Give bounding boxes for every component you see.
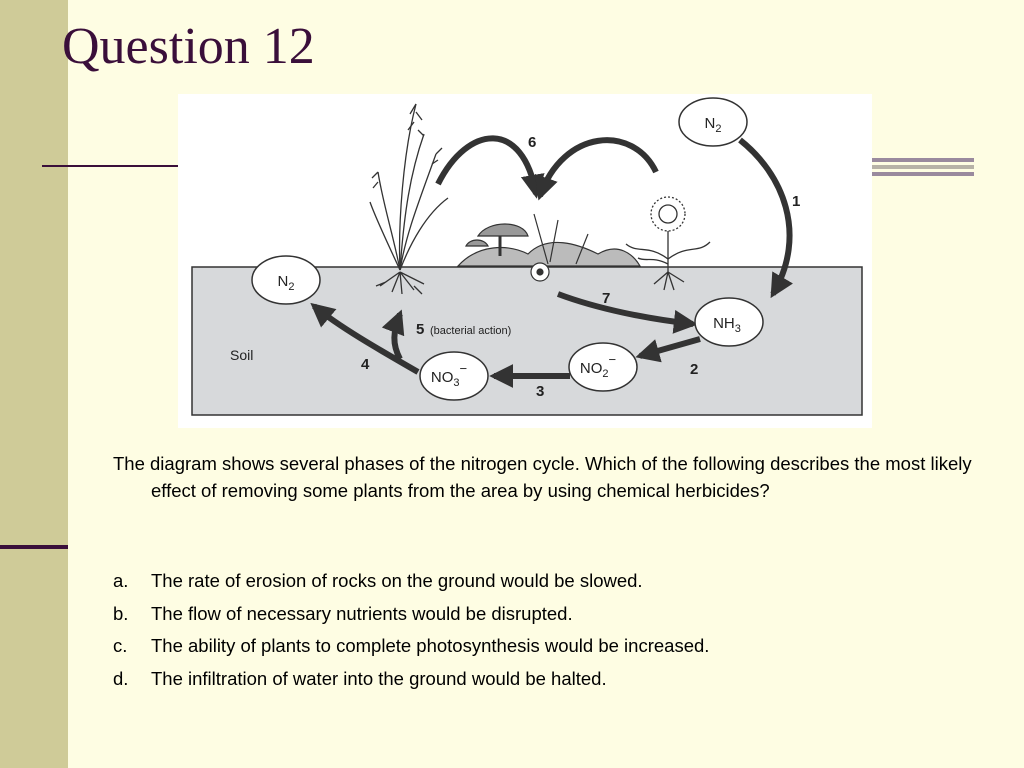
svg-text:NO2−: NO2− [580,352,616,380]
step-label-6: 6 [528,134,536,151]
arrow-1 [738,137,794,299]
option-text: The infiltration of water into the groun… [151,667,607,689]
node-n2-air: N2 [678,97,748,147]
arrow-6-right [534,137,659,201]
arrow-7 [556,291,698,334]
answer-option-a[interactable]: a. The rate of erosion of rocks on the g… [113,568,973,601]
node-no3: NO3− [419,351,489,401]
answer-option-d[interactable]: d. The infiltration of water into the gr… [113,666,973,699]
node-n2-soil: N2 [251,255,321,305]
side-rule [0,545,68,549]
arrow-4 [310,302,420,375]
step-label-2: 2 [690,361,698,378]
step-label-7: 7 [602,290,610,307]
grass-plant-illustration [369,103,449,295]
step-5-note: (bacterial action) [430,325,511,337]
side-band [0,0,68,768]
option-letter: a. [113,570,129,591]
node-no2: NO2− [568,342,638,392]
soil-label: Soil [230,347,253,363]
step-label-1: 1 [792,193,800,210]
answer-option-c[interactable]: c. The ability of plants to complete pho… [113,633,973,666]
node-nh3: NH3 [694,297,764,347]
option-text: The rate of erosion of rocks on the grou… [151,570,643,591]
answer-options: a. The rate of erosion of rocks on the g… [113,568,973,698]
arrow-5 [381,309,405,361]
answer-option-b[interactable]: b. The flow of necessary nutrients would… [113,601,973,634]
slide-title: Question 12 [62,18,315,75]
decorative-stripes [870,158,974,179]
decomposer-debris-illustration [456,213,642,282]
svg-text:N2: N2 [705,115,722,135]
svg-text:NO3−: NO3− [431,361,467,389]
nitrogen-cycle-diagram: Soil 6 1 7 2 3 4 5 (bacterial action) [178,94,872,428]
option-text: The ability of plants to complete photos… [151,635,710,656]
question-text: The diagram shows several phases of the … [113,453,972,501]
option-text: The flow of necessary nutrients would be… [151,602,573,624]
step-label-3: 3 [536,383,544,400]
arrow-6-left [435,135,545,199]
arrow-2 [635,336,701,363]
option-letter: d. [113,667,129,689]
step-label-5: 5 [416,321,424,338]
dandelion-illustration [625,196,711,291]
step-label-4: 4 [361,356,370,373]
title-rule [42,165,180,167]
option-letter: c. [113,635,128,656]
svg-text:NH3: NH3 [713,315,741,335]
svg-text:N2: N2 [278,273,295,293]
option-letter: b. [113,602,129,624]
